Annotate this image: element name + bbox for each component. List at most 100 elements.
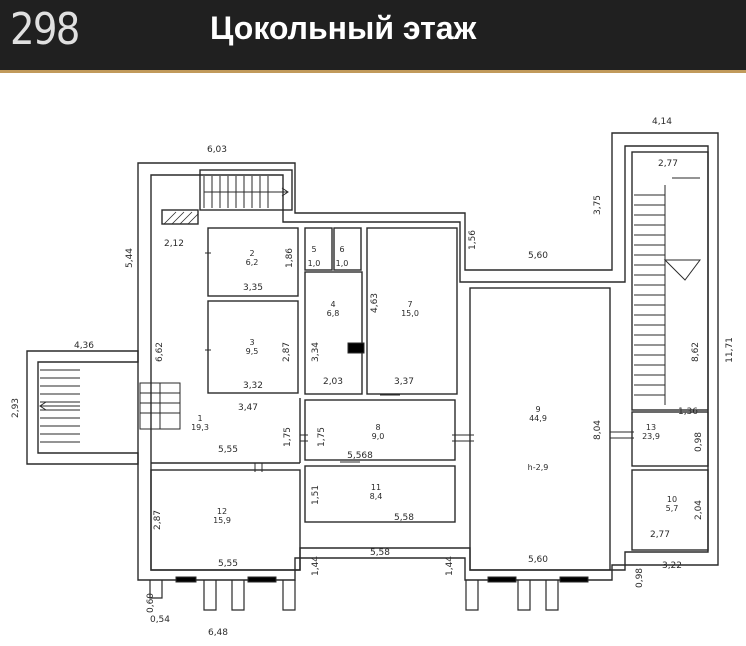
room-3-num: 3: [249, 338, 254, 347]
dim-label: 3,37: [394, 377, 414, 387]
dim-label: 1,56: [468, 230, 478, 250]
dim-label: 1,44: [311, 556, 321, 576]
dim-label: 1,86: [285, 248, 295, 268]
dim-label: 3,47: [238, 403, 258, 413]
dim-label: 0,54: [150, 615, 170, 625]
room-11-wall: [304, 465, 456, 523]
room-7-num: 7: [407, 300, 412, 309]
room-3-wall: [207, 300, 299, 394]
dim-label: 3,32: [243, 381, 263, 391]
room-9-wall: [469, 287, 611, 571]
dimension-labels: 6,03 4,14 3,75 2,77 5,44 2,12 1,86 1,56 …: [11, 117, 735, 638]
window-pits: [149, 580, 559, 611]
room-12-area: 15,9: [213, 516, 231, 525]
room-13-area: 23,9: [642, 432, 660, 441]
hatch-pattern: [163, 211, 199, 225]
page-number: 298: [10, 4, 80, 55]
room-4-num: 4: [330, 300, 335, 309]
stair-shaft: [631, 151, 709, 411]
dim-label: 2,03: [323, 377, 343, 387]
dim-label: 8,04: [593, 420, 603, 440]
room-2-area: 6,2: [246, 258, 259, 267]
dim-label: 1,51: [311, 485, 321, 505]
openings: [175, 252, 634, 583]
room-13-num: 13: [646, 423, 656, 432]
dim-label: 2,04: [694, 500, 704, 520]
room-7-wall: [366, 227, 458, 395]
room-8-area: 9,0: [372, 432, 385, 441]
room-8-num: 8: [375, 423, 380, 432]
stairs: [39, 176, 701, 443]
hatched-block: [161, 209, 199, 225]
dim-label: 5,60: [528, 555, 548, 565]
room-12-num: 12: [217, 507, 227, 516]
dim-label: 2,77: [650, 530, 670, 540]
room-1-num: 1: [197, 414, 202, 423]
outer-wall: [137, 132, 719, 581]
room-10-num: 10: [667, 495, 677, 504]
dim-label: 6,03: [207, 145, 227, 155]
room-3-area: 9,5: [246, 347, 259, 356]
room-9-area: 44,9: [529, 414, 547, 423]
dim-label: 1,75: [283, 427, 293, 447]
top-stair-hood: [199, 169, 293, 211]
room-10-area: 5,7: [666, 504, 679, 513]
room-6-wall: [333, 227, 362, 271]
header-bar: 298 Цокольный этаж: [0, 0, 746, 70]
room-11-num: 11: [371, 483, 381, 492]
dim-label: 0,98: [635, 568, 645, 588]
dim-label: 5,58: [394, 513, 414, 523]
dim-label: 5,568: [347, 451, 373, 461]
room-9-height: h-2,9: [528, 463, 549, 472]
dim-label: 2,93: [11, 398, 21, 418]
room-10-wall: [631, 469, 709, 551]
dim-label: 5,55: [218, 445, 238, 455]
dim-label: 8,62: [691, 342, 701, 362]
dim-label: 1,44: [445, 556, 455, 576]
dim-label: 4,36: [74, 341, 94, 351]
dim-label: 2,87: [282, 342, 292, 362]
dim-label: 5,44: [125, 248, 135, 268]
room-13-wall: [631, 411, 709, 467]
dim-label: 1,75: [317, 427, 327, 447]
dim-label: 6,48: [208, 628, 228, 638]
dim-label: 3,34: [311, 342, 321, 362]
dim-label: 11,71: [725, 337, 735, 363]
room-2-wall: [207, 227, 299, 297]
room-4-wall: [304, 271, 363, 395]
accent-divider: [0, 70, 746, 73]
room-4-area: 6,8: [327, 309, 340, 318]
dim-label: 3,35: [243, 283, 263, 293]
west-annex: [26, 350, 139, 465]
dim-label: 4,63: [370, 293, 380, 313]
dim-label: 3,22: [662, 561, 682, 571]
room-5-area: 1,0: [308, 259, 321, 268]
dim-label: 3,75: [593, 195, 603, 215]
room-2-num: 2: [249, 249, 254, 258]
dim-label: 5,58: [370, 548, 390, 558]
room-7-area: 15,0: [401, 309, 419, 318]
dim-label: 1,36: [678, 407, 698, 417]
room-11-area: 8,4: [370, 492, 383, 501]
room-6-num: 6: [339, 245, 344, 254]
room-12-wall: [150, 469, 301, 571]
room-6-area: 1,0: [336, 259, 349, 268]
dim-label: 2,87: [153, 510, 163, 530]
dim-label: 5,55: [218, 559, 238, 569]
room-1-area: 19,3: [191, 423, 209, 432]
dim-label: 4,14: [652, 117, 672, 127]
dim-label: 6,62: [155, 342, 165, 362]
plan-walls: [26, 132, 719, 581]
dim-label: 0,98: [694, 432, 704, 452]
room-5-num: 5: [311, 245, 316, 254]
page-title: Цокольный этаж: [210, 10, 477, 46]
room-5-wall: [304, 227, 333, 271]
room-labels: 1 19,3 2 6,2 3 9,5 4 6,8 5 1,0 6 1,0 7 1…: [191, 245, 678, 525]
dim-label: 2,12: [164, 239, 184, 249]
room-9-num: 9: [535, 405, 540, 414]
dim-label: 5,60: [528, 251, 548, 261]
dim-label: 2,77: [658, 159, 678, 169]
room-8-wall: [304, 399, 456, 461]
dim-label: 0,60: [146, 593, 156, 613]
